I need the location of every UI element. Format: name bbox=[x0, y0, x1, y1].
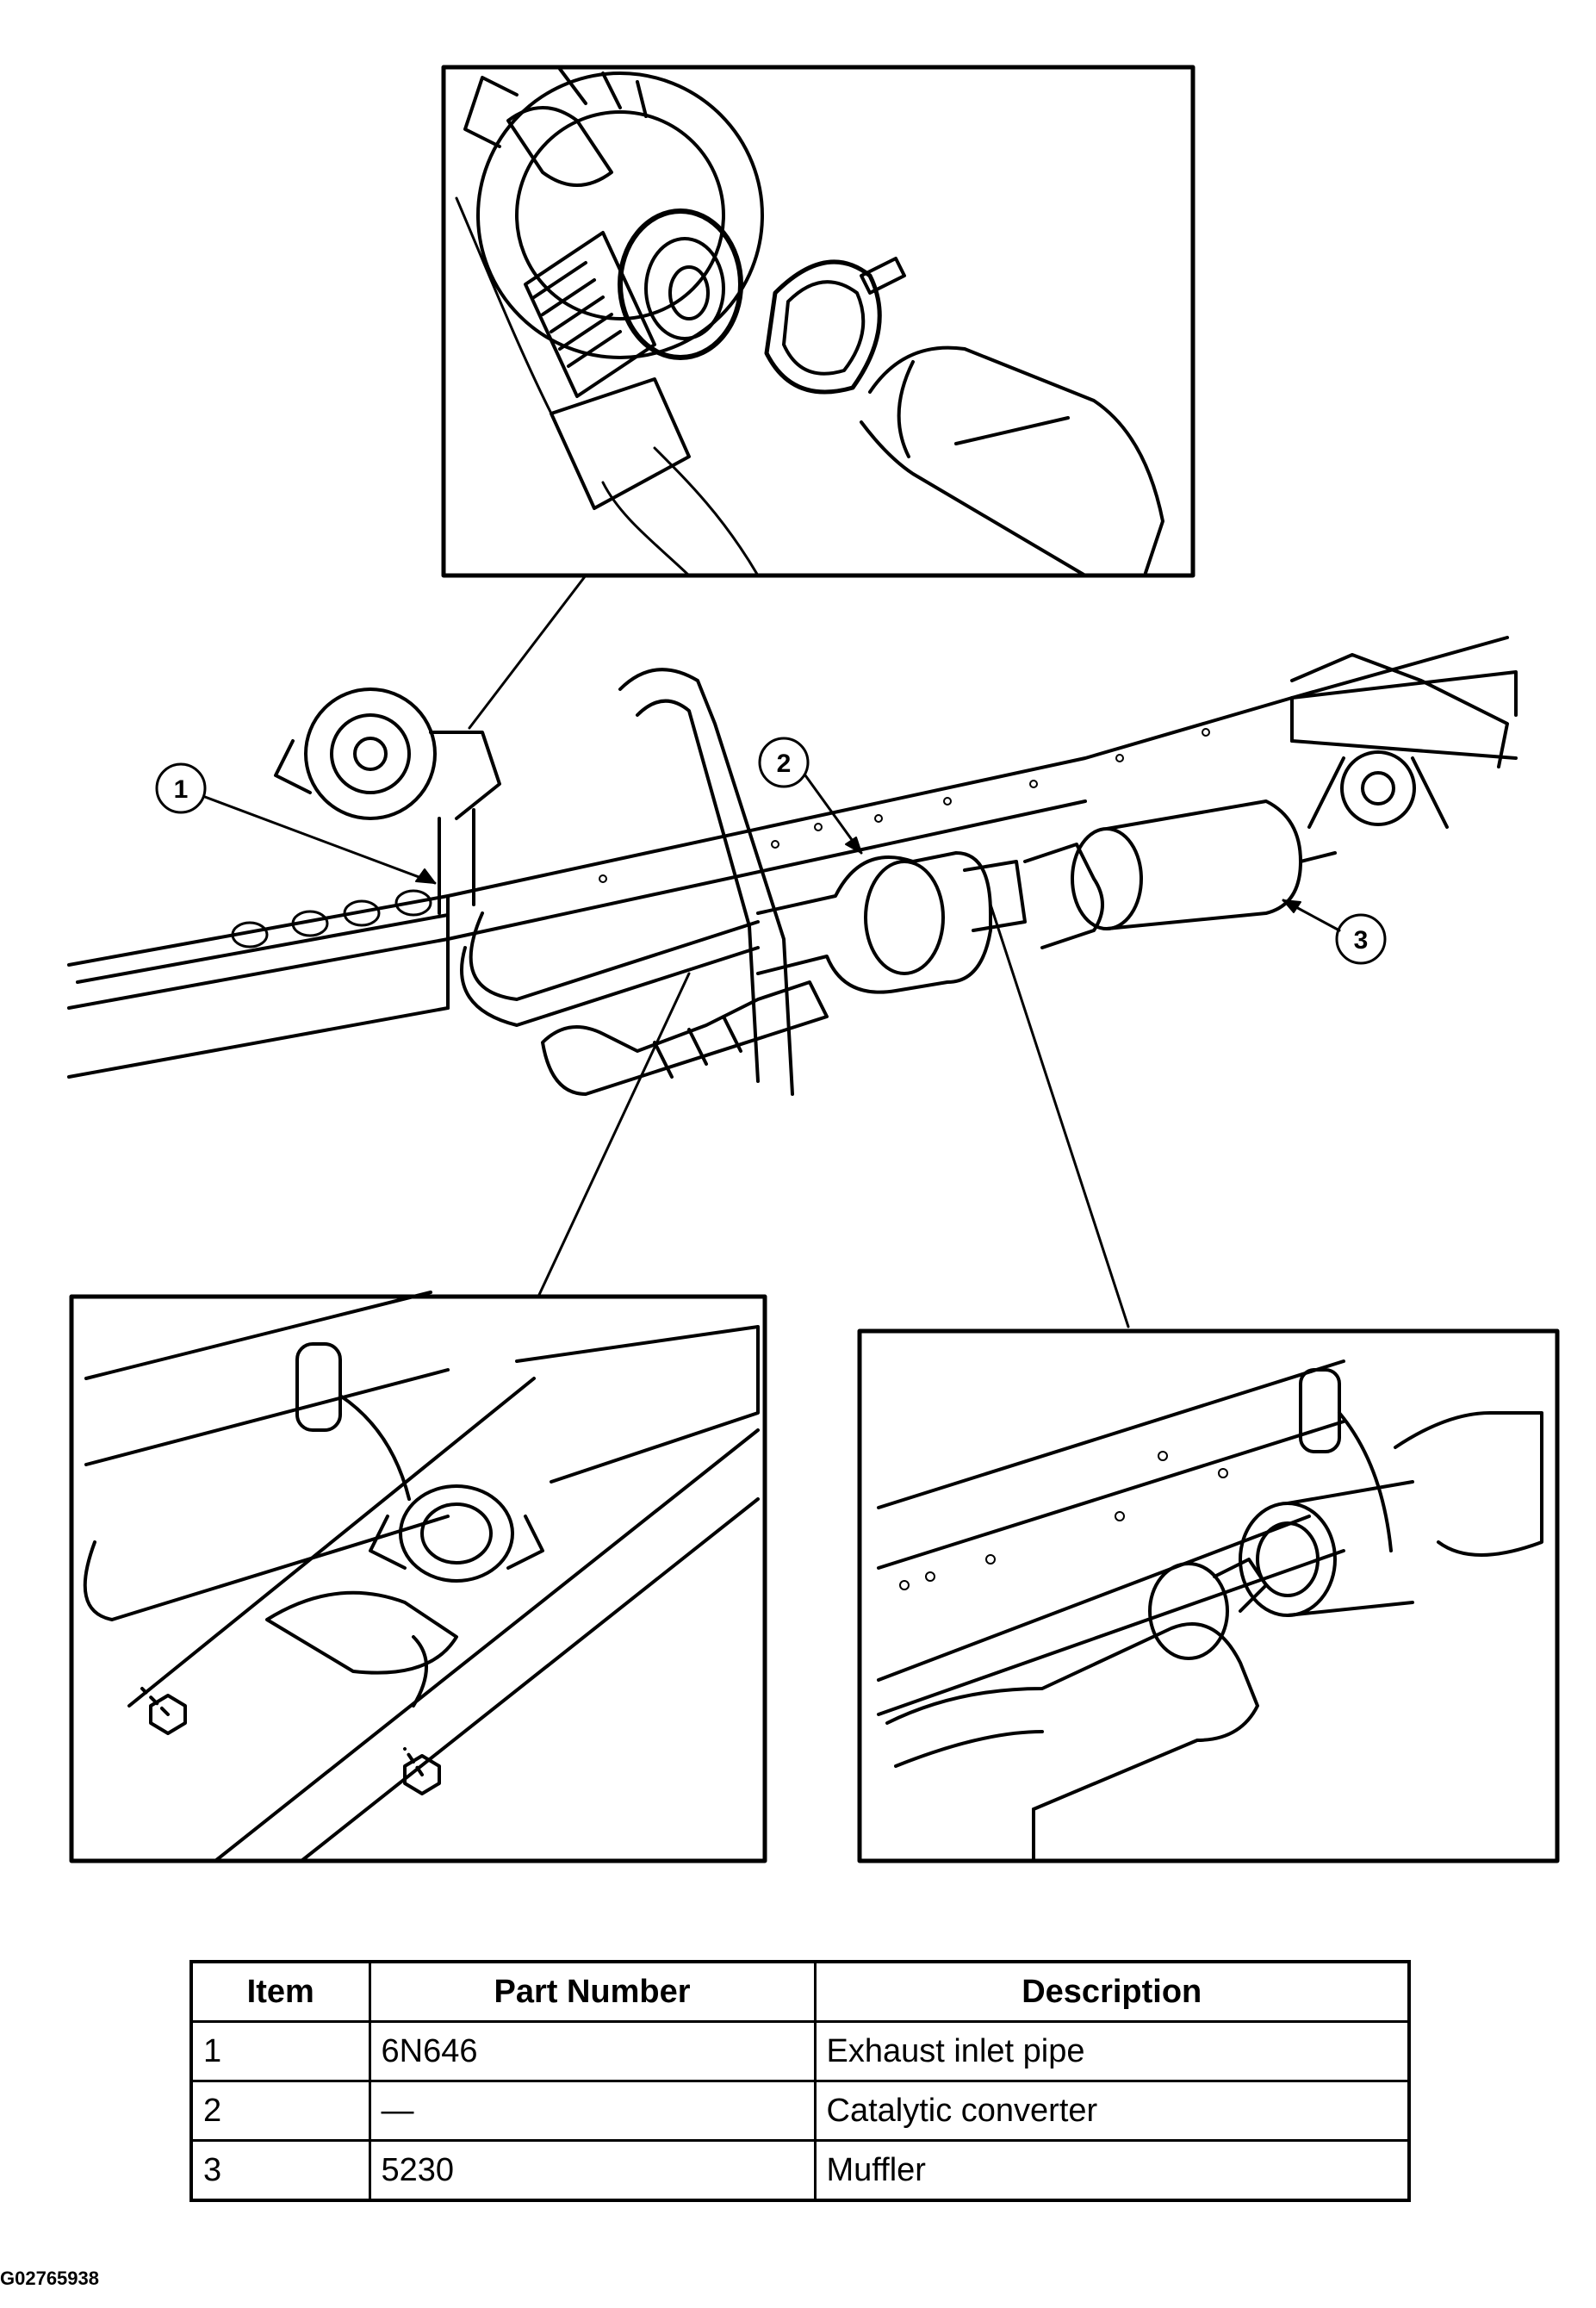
leader-line-left-inset bbox=[537, 972, 691, 1298]
table-row: 2 — Catalytic converter bbox=[189, 2080, 1411, 2142]
exhaust-manifold bbox=[541, 980, 829, 1096]
clamp-detail-inset-right bbox=[857, 1328, 1560, 1863]
cell-item: 3 bbox=[189, 2139, 371, 2202]
muffler bbox=[1023, 799, 1337, 949]
cell-item: 1 bbox=[189, 2020, 371, 2082]
parts-table: Item Part Number Description 1 6N646 Exh… bbox=[189, 1960, 1411, 2202]
vehicle-frame bbox=[67, 636, 1518, 1079]
table-row: 3 5230 Muffler bbox=[189, 2139, 1411, 2202]
leader-line-turbo bbox=[468, 574, 587, 730]
callout-1-label: 1 bbox=[174, 775, 189, 804]
turbo-detail-inset bbox=[441, 65, 1195, 578]
table-row: 1 6N646 Exhaust inlet pipe bbox=[189, 2020, 1411, 2082]
cell-part-number: 6N646 bbox=[368, 2020, 817, 2082]
callout-1: 1 bbox=[155, 762, 437, 885]
header-description: Description bbox=[813, 1960, 1411, 2023]
callout-2-label: 2 bbox=[777, 750, 792, 778]
cell-part-number: 5230 bbox=[368, 2139, 817, 2202]
cell-part-number: — bbox=[368, 2080, 817, 2142]
exhaust-inlet-pipe bbox=[460, 668, 794, 1096]
hanger-detail-inset-left bbox=[69, 1291, 767, 1863]
table-header-row: Item Part Number Description bbox=[189, 1960, 1411, 2023]
cell-description: Exhaust inlet pipe bbox=[813, 2020, 1411, 2082]
leader-line-right-inset bbox=[989, 903, 1130, 1328]
catalytic-converter bbox=[756, 851, 1027, 994]
callout-3: 3 bbox=[1282, 899, 1387, 965]
turbocharger bbox=[274, 687, 501, 915]
callout-3-label: 3 bbox=[1354, 926, 1369, 955]
header-item: Item bbox=[189, 1960, 371, 2023]
cell-description: Muffler bbox=[813, 2139, 1411, 2202]
header-part-number: Part Number bbox=[368, 1960, 817, 2023]
exhaust-system-diagram: 1 2 3 bbox=[67, 65, 1560, 1863]
figure-id: G02765938 bbox=[0, 2268, 99, 2289]
cell-item: 2 bbox=[189, 2080, 371, 2142]
callout-2: 2 bbox=[758, 737, 863, 855]
cell-description: Catalytic converter bbox=[813, 2080, 1411, 2142]
